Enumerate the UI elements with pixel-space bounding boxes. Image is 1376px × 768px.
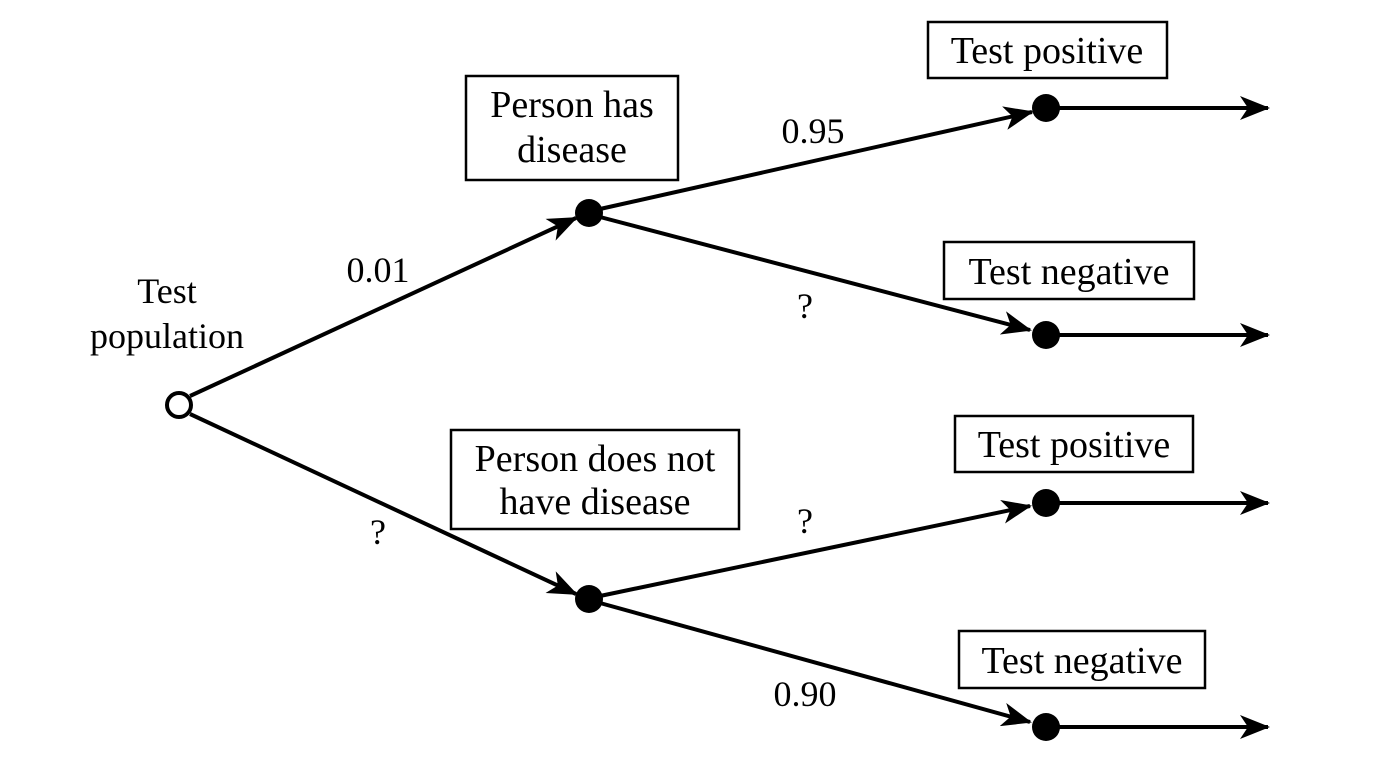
root-label-line1: Test	[137, 271, 196, 311]
no-pos-box	[953, 414, 1195, 474]
edge-has-to-pos	[599, 106, 1034, 211]
root-node	[165, 391, 193, 419]
no-disease-label-line1: Person does not	[475, 438, 716, 480]
has-neg-node	[1032, 321, 1060, 349]
prob-has-pos: 0.95	[782, 111, 845, 151]
no-pos-label: Test positive	[978, 424, 1171, 466]
prob-no-disease: ?	[370, 512, 386, 552]
edge-has-to-neg	[599, 215, 1032, 335]
has-pos-label: Test positive	[951, 30, 1144, 72]
has-disease-node	[575, 199, 603, 227]
edge-root-to-has-disease	[189, 216, 578, 398]
no-neg-box	[957, 629, 1207, 690]
edge-no-to-pos	[599, 499, 1032, 598]
has-disease-label-line2: disease	[517, 129, 627, 171]
no-disease-label-line2: have disease	[500, 481, 691, 523]
root-label-line2: population	[90, 316, 244, 356]
no-disease-node	[575, 585, 603, 613]
prob-no-neg: 0.90	[774, 674, 837, 714]
has-disease-label-line1: Person has	[490, 84, 654, 126]
has-pos-box	[926, 20, 1169, 80]
no-pos-node	[1032, 489, 1060, 517]
no-disease-box	[449, 428, 741, 531]
no-neg-label: Test negative	[982, 640, 1183, 682]
edge-no-to-neg	[599, 601, 1032, 727]
edge-root-to-no-disease	[189, 412, 578, 596]
no-neg-node	[1032, 713, 1060, 741]
has-neg-label: Test negative	[969, 251, 1170, 293]
prob-has-neg: ?	[797, 286, 813, 326]
has-disease-box	[464, 74, 680, 182]
prob-no-pos: ?	[797, 501, 813, 541]
prob-has-disease: 0.01	[347, 250, 410, 290]
has-neg-box	[942, 240, 1196, 301]
has-pos-node	[1032, 94, 1060, 122]
